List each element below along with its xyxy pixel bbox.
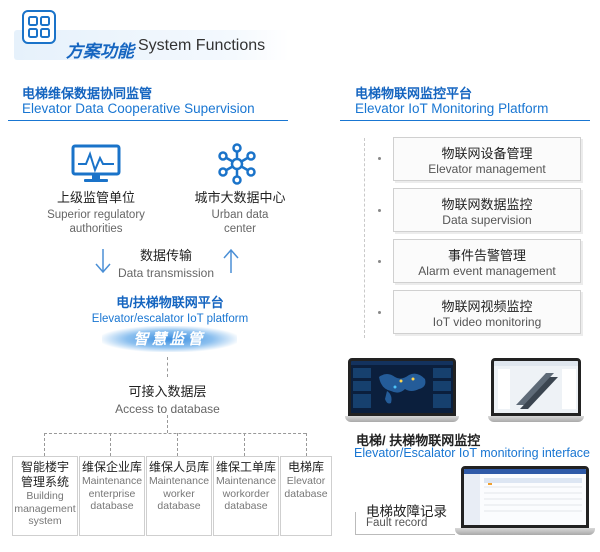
db-workorder-en-3: database: [224, 500, 268, 512]
escalator-screen: [491, 358, 581, 416]
db-box-building: 智能楼宇 管理系统 Building management system: [12, 456, 78, 536]
module-2-en: Data supervision: [442, 213, 532, 227]
module-alarm-management: 事件告警管理 Alarm event management: [393, 239, 581, 283]
right-section-title-cn: 电梯物联网监控平台: [355, 86, 473, 101]
arrow-up-icon: [223, 248, 239, 273]
module-1-en: Elevator management: [428, 162, 546, 176]
db-worker-cn: 维保人员库: [148, 460, 209, 474]
module-bracket-line: [364, 138, 365, 338]
authorities-label-en-1: Superior regulatory: [47, 209, 145, 221]
tree-trunk-line: [167, 415, 168, 433]
laptop-base-1: [345, 416, 459, 422]
laptop-fault-record: [455, 466, 595, 536]
db-building-en-2: management: [14, 502, 76, 515]
interface-label-en: Elevator/Escalator IoT monitoring interf…: [354, 446, 590, 460]
right-section-title-en: Elevator IoT Monitoring Platform: [355, 101, 549, 116]
grid-logo-icon: [22, 10, 56, 44]
fault-divider-vertical: [355, 512, 356, 534]
right-section-underline: [340, 120, 590, 121]
db-enterprise-en-3: database: [90, 500, 134, 512]
db-workorder-en-1: Maintenance: [215, 475, 277, 487]
db-enterprise-cn: 维保企业库: [81, 460, 142, 474]
wisdom-banner-text: 智慧监管: [133, 331, 206, 348]
laptop-base-3: [455, 528, 595, 535]
access-label-cn: 可接入数据层: [128, 384, 207, 399]
db-elevator-cn: 电梯库: [287, 460, 324, 474]
db-enterprise-en-2: enterprise: [88, 487, 136, 500]
fault-label-en: Fault record: [366, 517, 428, 529]
urban-label-en-2: center: [224, 223, 256, 235]
module-device-management: 物联网设备管理 Elevator management: [393, 137, 581, 181]
db-box-enterprise: 维保企业库 Maintenance enterprise database: [79, 456, 145, 536]
authorities-label-cn: 上级监管单位: [56, 190, 135, 205]
tree-branch-2: [110, 433, 111, 456]
interface-label-cn: 电梯/ 扶梯物联网监控: [356, 433, 481, 448]
authorities-label-en-2: authorities: [69, 223, 123, 235]
world-map-graphic: [351, 361, 453, 408]
page-title-en: System Functions: [138, 37, 266, 54]
fault-record-screen: [461, 466, 589, 528]
module-data-supervision: 物联网数据监控 Data supervision: [393, 188, 581, 232]
module-3-cn: 事件告警管理: [447, 248, 526, 263]
module-dot-4: [378, 311, 381, 314]
db-elevator-en-2: database: [284, 487, 328, 500]
arrow-down-icon: [95, 249, 111, 274]
left-section-title-en: Elevator Data Cooperative Supervision: [22, 101, 255, 116]
tree-branch-line: [44, 433, 306, 434]
module-1-cn: 物联网设备管理: [441, 146, 533, 161]
db-building-en-3: system: [28, 515, 62, 527]
fault-label-cn: 电梯故障记录: [366, 504, 447, 519]
module-dot-1: [378, 157, 381, 160]
db-worker-en-3: database: [157, 500, 201, 512]
access-label-en: Access to database: [115, 402, 220, 416]
db-box-elevator: 电梯库 Elevator database: [280, 456, 332, 536]
transmission-label-en: Data transmission: [117, 266, 215, 280]
module-video-monitoring: 物联网视频监控 IoT video monitoring: [393, 290, 581, 334]
db-box-workorder: 维保工单库 Maintenance workorder database: [213, 456, 279, 536]
module-dot-3: [378, 260, 381, 263]
left-section-underline: [8, 120, 288, 121]
transmission-label-cn: 数据传输: [139, 248, 192, 263]
dashboard-screen: [348, 358, 456, 416]
db-elevator-en-1: Elevator: [286, 475, 326, 487]
module-4-en: IoT video monitoring: [432, 315, 542, 329]
fault-table-graphic: [464, 469, 586, 525]
module-3-en: Alarm event management: [418, 264, 556, 278]
connector-line: [167, 357, 168, 377]
network-hub-icon: [218, 143, 256, 185]
db-workorder-cn: 维保工单库: [215, 460, 276, 474]
module-4-cn: 物联网视频监控: [441, 299, 533, 314]
tree-branch-4: [244, 433, 245, 456]
module-2-cn: 物联网数据监控: [441, 197, 533, 212]
urban-label-cn: 城市大数据中心: [194, 190, 286, 205]
db-building-en-1: Building: [26, 490, 64, 502]
escalator-graphic: [494, 361, 578, 409]
db-box-worker: 维保人员库 Maintenance worker database: [146, 456, 212, 536]
page-title-cn: 方案功能: [66, 42, 134, 61]
platform-label-cn: 电/扶梯物联网平台: [116, 295, 224, 310]
left-section-title-cn: 电梯维保数据协同监管: [22, 86, 153, 101]
laptop-base-2: [488, 416, 584, 422]
header-band: [14, 30, 289, 60]
db-building-cn-2: 管理系统: [20, 475, 69, 489]
laptop-dashboard: [345, 358, 459, 424]
tree-branch-5: [306, 433, 307, 456]
urban-label-en-1: Urban data: [211, 209, 269, 221]
tree-branch-1: [44, 433, 45, 456]
db-worker-en-1: Maintenance: [148, 475, 210, 487]
monitor-icon: [71, 144, 121, 182]
db-enterprise-en-1: Maintenance: [81, 475, 143, 487]
platform-label-en: Elevator/escalator IoT platform: [91, 313, 249, 325]
fault-divider-horizontal: [355, 534, 455, 535]
wisdom-banner: [102, 326, 237, 352]
tree-branch-3: [177, 433, 178, 456]
db-building-cn-1: 智能楼宇: [20, 460, 69, 474]
module-dot-2: [378, 209, 381, 212]
db-worker-en-2: worker: [163, 487, 195, 500]
db-workorder-en-2: workorder: [222, 487, 270, 500]
laptop-escalator: [488, 358, 584, 424]
